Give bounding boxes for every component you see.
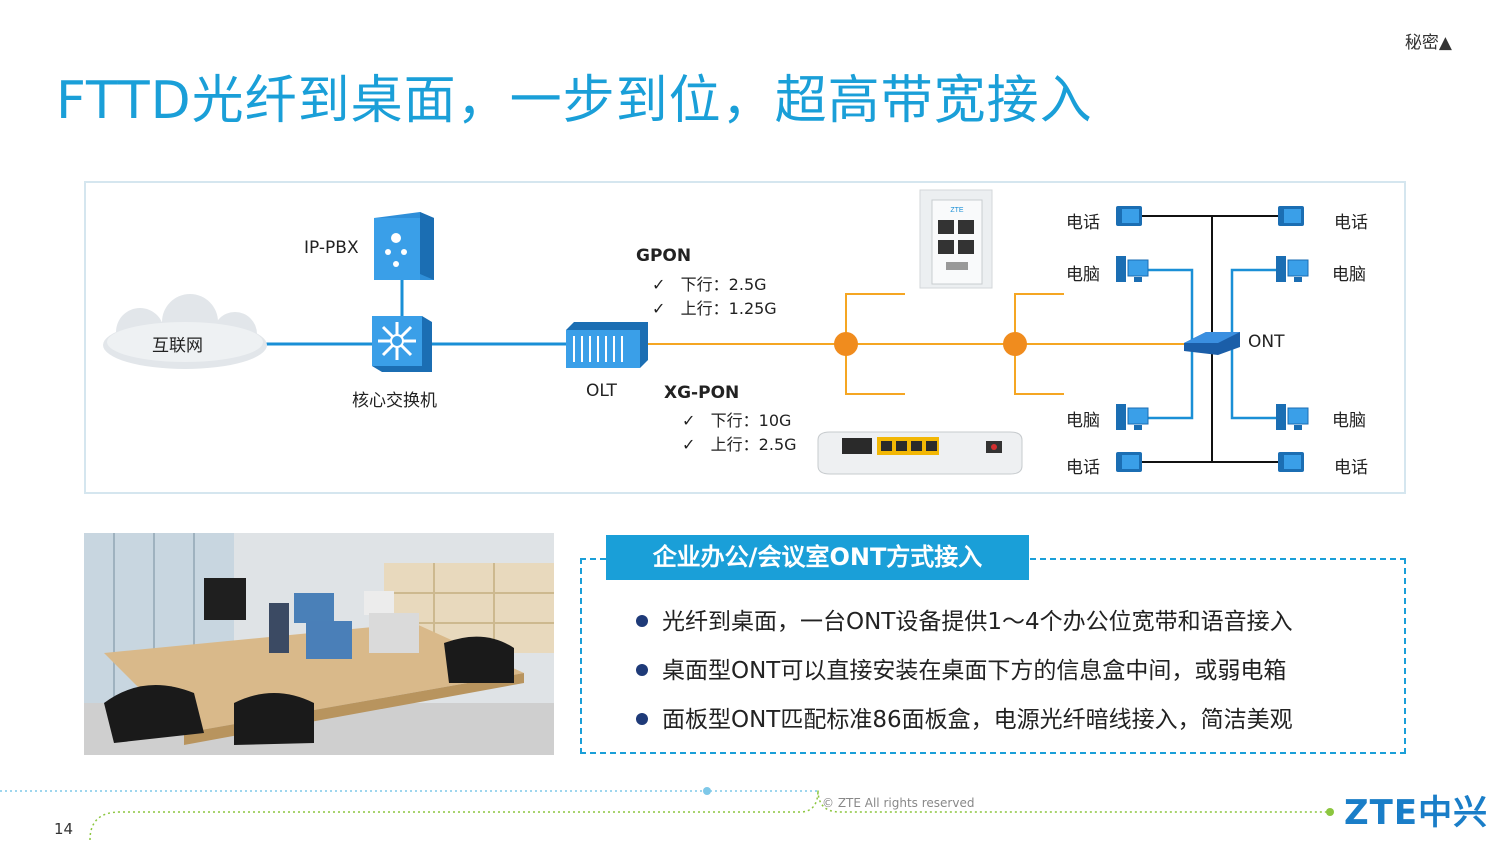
phone-icon [1116, 206, 1142, 226]
bullet-dot-icon [636, 712, 648, 725]
splitter-1 [834, 332, 858, 356]
gpon-down-spec: ✓ 下行：2.5G [652, 275, 767, 294]
feature-bullet: 光纤到桌面，一台ONT设备提供1～4个办公位宽带和语音接入 [636, 602, 1293, 636]
feature-bullet: 面板型ONT匹配标准86面板盒，电源光纤暗线接入，简洁美观 [636, 700, 1293, 734]
panel-ont-image [919, 189, 993, 289]
xgpon-up-spec: ✓ 上行：2.5G [682, 435, 797, 454]
check-icon: ✓ [652, 275, 666, 294]
bullet-dot-icon [636, 663, 648, 676]
check-icon: ✓ [682, 411, 696, 430]
xgpon-title: XG-PON [664, 383, 740, 403]
phone-icon [1278, 452, 1304, 472]
right-device-label: 电脑 [1332, 265, 1366, 285]
office-photo [84, 533, 554, 755]
pc-icon [1276, 404, 1309, 430]
copyright-text: © ZTE All rights reserved [822, 796, 975, 810]
check-icon: ✓ [682, 435, 696, 454]
core-switch-label: 核心交换机 [352, 391, 437, 411]
phone-icon [1278, 206, 1304, 226]
left-device-label: 电话 [1066, 458, 1100, 478]
footer-dotted-curve [89, 789, 1330, 841]
ont-icon [1184, 332, 1240, 355]
bullet-dot-icon [636, 614, 648, 627]
confidential-label: 秘密▲ [1404, 33, 1452, 53]
olt-label: OLT [586, 381, 617, 401]
feature-title: 企业办公/会议室ONT方式接入 [606, 535, 1029, 580]
footer-dot [1326, 808, 1334, 816]
zte-logo: ZTE中兴 [1344, 793, 1489, 833]
internet-label: 互联网 [152, 336, 203, 356]
network-diagram-frame [84, 181, 1406, 494]
check-icon: ✓ [652, 299, 666, 318]
core-switch-icon [372, 316, 432, 372]
pc-icon [1116, 256, 1149, 282]
gpon-up-spec: ✓ 上行：1.25G [652, 299, 777, 318]
right-device-label: 电话 [1334, 213, 1368, 233]
left-device-label: 电脑 [1066, 411, 1100, 431]
desktop-ont-image [817, 431, 1023, 475]
pc-icon [1116, 404, 1149, 430]
olt-icon [566, 322, 648, 368]
ont-label: ONT [1248, 332, 1285, 352]
feature-bullet: 桌面型ONT可以直接安装在桌面下方的信息盒中间，或弱电箱 [636, 651, 1286, 685]
phone-icon [1116, 452, 1142, 472]
ippbx-label: IP-PBX [304, 238, 359, 258]
ippbx-icon [374, 212, 434, 280]
internet-cloud-icon [103, 294, 267, 369]
footer-dot [703, 787, 711, 795]
panel-brand: ZTE [950, 207, 964, 214]
xgpon-down-spec: ✓ 下行：10G [682, 411, 792, 430]
page-number: 14 [54, 820, 74, 838]
splitter-2 [1003, 332, 1027, 356]
left-device-label: 电脑 [1066, 265, 1100, 285]
right-device-label: 电脑 [1332, 411, 1366, 431]
pc-icon [1276, 256, 1309, 282]
left-device-label: 电话 [1066, 213, 1100, 233]
page-title: FTTD光纤到桌面，一步到位，超高带宽接入 [56, 71, 1093, 131]
gpon-title: GPON [636, 246, 692, 266]
right-device-label: 电话 [1334, 458, 1368, 478]
office-photo-illustration [84, 533, 554, 755]
